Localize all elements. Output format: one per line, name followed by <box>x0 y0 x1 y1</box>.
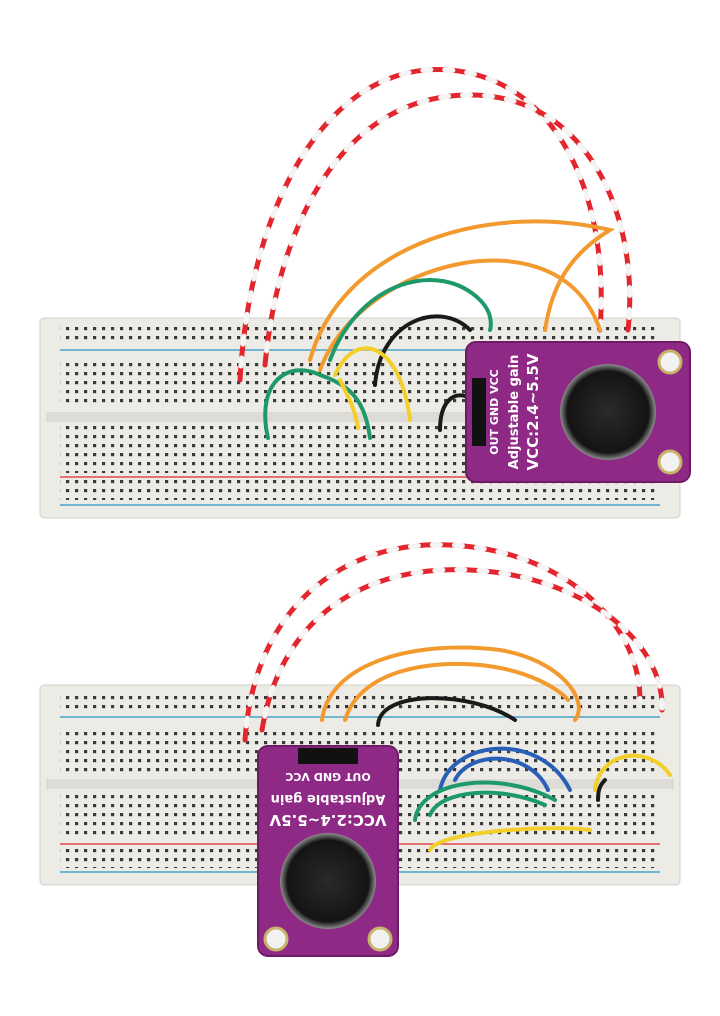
top-mic-module: VCC:2.4~5.5V Adjustable gain OUT GND VCC <box>465 341 691 483</box>
top-module-pin-labels: OUT GND VCC <box>488 369 501 454</box>
top-module-gain-label: Adjustable gain <box>507 355 522 470</box>
bottom-mic-module: OUT GND VCC Adjustable gain VCC:2.4~5.5V <box>257 745 399 957</box>
bottom-module-voltage-label: VCC:2.4~5.5V <box>269 811 386 829</box>
bottom-wires <box>242 542 672 852</box>
bottom-module-gain-label: Adjustable gain <box>271 791 386 806</box>
bottom-module-pin-labels: OUT GND VCC <box>285 770 370 783</box>
top-wires <box>237 67 633 440</box>
top-module-voltage-label: VCC:2.4~5.5V <box>524 353 542 470</box>
